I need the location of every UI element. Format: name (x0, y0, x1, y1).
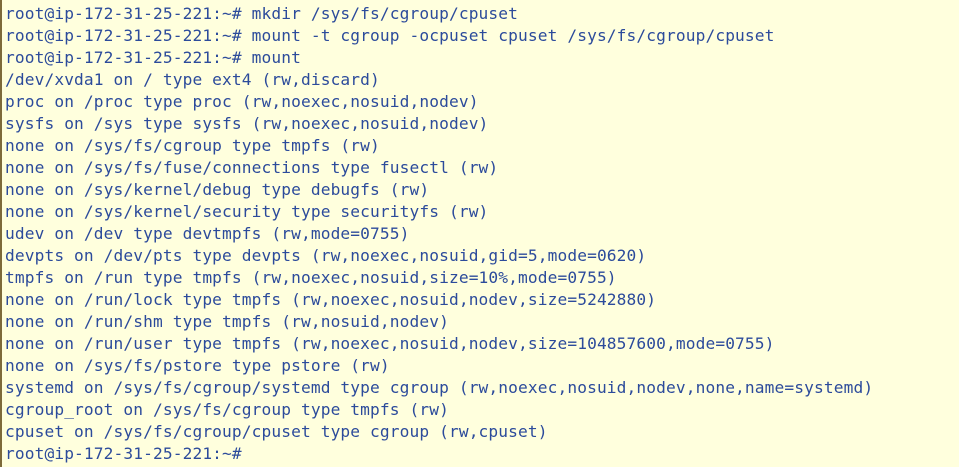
terminal-line: sysfs on /sys type sysfs (rw,noexec,nosu… (5, 114, 489, 133)
terminal-line: root@ip-172-31-25-221:~# mount -t cgroup… (5, 26, 775, 45)
terminal-line: none on /sys/kernel/debug type debugfs (… (5, 180, 430, 199)
terminal-line: cpuset on /sys/fs/cgroup/cpuset type cgr… (5, 422, 548, 441)
terminal-line: none on /sys/kernel/security type securi… (5, 202, 489, 221)
terminal-line: none on /sys/fs/fuse/connections type fu… (5, 158, 499, 177)
terminal-line: /dev/xvda1 on / type ext4 (rw,discard) (5, 70, 380, 89)
terminal-line: root@ip-172-31-25-221:~# (5, 444, 242, 463)
terminal-line: root@ip-172-31-25-221:~# mount (5, 48, 301, 67)
terminal-line: none on /sys/fs/pstore type pstore (rw) (5, 356, 390, 375)
terminal-line: proc on /proc type proc (rw,noexec,nosui… (5, 92, 479, 111)
terminal-line: root@ip-172-31-25-221:~# mkdir /sys/fs/c… (5, 4, 519, 23)
terminal-line: none on /run/user type tmpfs (rw,noexec,… (5, 334, 775, 353)
terminal-line: cgroup_root on /sys/fs/cgroup type tmpfs… (5, 400, 449, 419)
terminal-line: udev on /dev type devtmpfs (rw,mode=0755… (5, 224, 410, 243)
terminal-line: systemd on /sys/fs/cgroup/systemd type c… (5, 378, 874, 397)
terminal-line: none on /run/shm type tmpfs (rw,nosuid,n… (5, 312, 449, 331)
terminal-line: devpts on /dev/pts type devpts (rw,noexe… (5, 246, 647, 265)
terminal-line: none on /sys/fs/cgroup type tmpfs (rw) (5, 136, 380, 155)
terminal-line: none on /run/lock type tmpfs (rw,noexec,… (5, 290, 657, 309)
terminal-line: tmpfs on /run type tmpfs (rw,noexec,nosu… (5, 268, 617, 287)
